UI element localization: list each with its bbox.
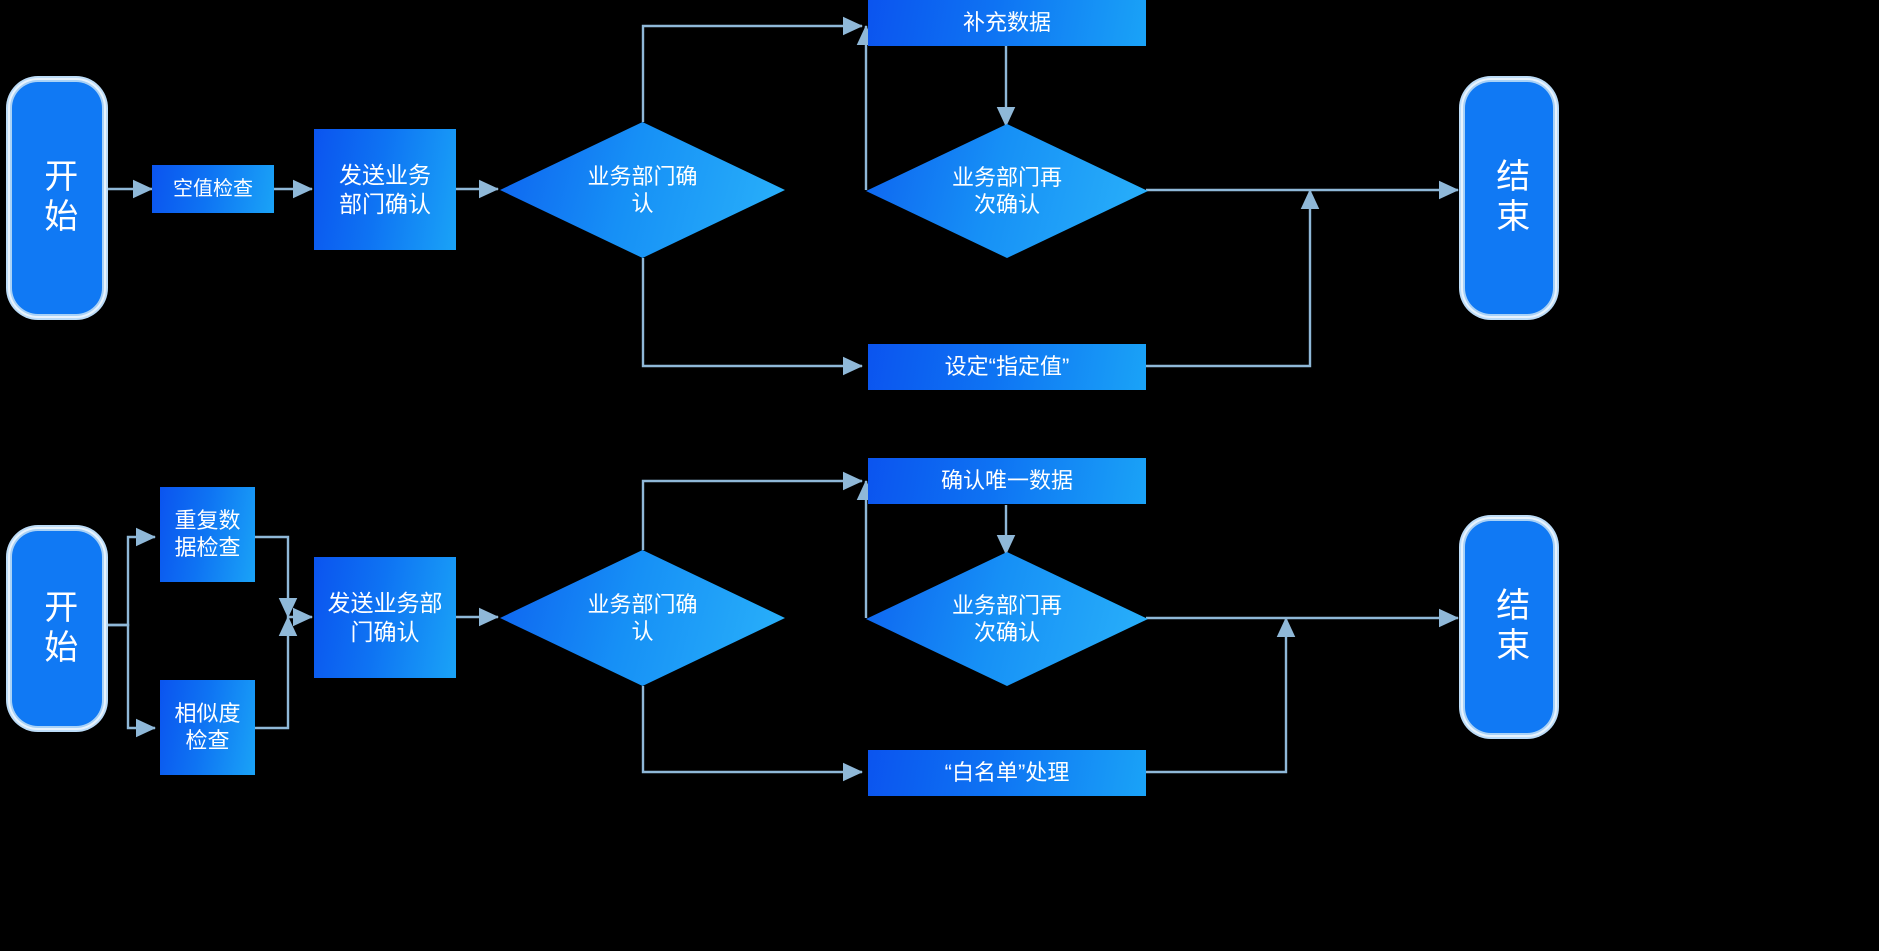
bottom-send-confirm-line2: 门确认 (350, 618, 420, 645)
wire-whitelist-to-end2-riser (1146, 617, 1296, 774)
top-supplement-data-box[interactable]: 补充数据 (868, 0, 1146, 46)
top-dept-reconfirm-line2: 次确认 (973, 192, 1040, 217)
wire-similarity-merge (255, 616, 298, 730)
top-end-label: 结束 (1490, 158, 1529, 238)
bottom-dept-confirm-decision[interactable]: 业务部门确 认 (500, 550, 785, 686)
bottom-dup-check-line2: 据检查 (174, 534, 241, 560)
top-dept-reconfirm-label-wrap: 业务部门再 次确认 (952, 164, 1062, 219)
bottom-whitelist-box[interactable]: “白名单”处理 (868, 750, 1146, 796)
bottom-similarity-check-line1: 相似度 (174, 700, 241, 726)
wire-confirm2-up-to-unique (641, 471, 863, 550)
bottom-dept-reconfirm-label-wrap: 业务部门再 次确认 (952, 592, 1062, 647)
top-dept-confirm-decision[interactable]: 业务部门确 认 (500, 122, 785, 258)
bottom-similarity-check-box[interactable]: 相似度 检查 (160, 680, 255, 775)
top-start-terminal[interactable]: 开始 (12, 82, 102, 314)
wire-confirm-up-to-supplement (641, 16, 863, 122)
bottom-whitelist-label: “白名单”处理 (944, 759, 1070, 785)
top-send-confirm-line1: 发送业务 (339, 162, 431, 189)
top-supplement-data-label: 补充数据 (962, 9, 1051, 35)
bottom-end-label: 结束 (1490, 587, 1529, 667)
wire-confirm2-down-to-whitelist (641, 686, 863, 782)
top-send-confirm-box[interactable]: 发送业务 部门确认 (314, 129, 456, 250)
wire-confirm-down-to-setvalue (641, 258, 863, 376)
bottom-dup-check-box[interactable]: 重复数 据检查 (160, 487, 255, 582)
top-dept-reconfirm-decision[interactable]: 业务部门再 次确认 (866, 124, 1148, 258)
wire-start2-to-dupcheck (104, 527, 156, 627)
top-dept-confirm-line1: 业务部门确 (587, 163, 698, 189)
top-set-value-label: 设定“指定值” (944, 353, 1070, 379)
bottom-dept-confirm-line1: 业务部门确 (587, 591, 698, 617)
bottom-dept-reconfirm-line1: 业务部门再 (951, 592, 1062, 618)
wire-dupcheck-merge (255, 535, 298, 618)
bottom-start-terminal[interactable]: 开始 (12, 531, 102, 726)
bottom-start-label: 开始 (38, 588, 77, 669)
bottom-dept-confirm-line2: 认 (631, 619, 654, 644)
bottom-dup-check-line1: 重复数 (174, 507, 241, 533)
top-dept-confirm-line2: 认 (631, 191, 654, 216)
bottom-dept-reconfirm-line2: 次确认 (973, 620, 1040, 645)
top-send-confirm-line2: 部门确认 (339, 190, 431, 217)
wire-start2-to-similarity (104, 623, 156, 738)
bottom-similarity-check-line2: 检查 (185, 727, 230, 753)
top-set-value-box[interactable]: 设定“指定值” (868, 344, 1146, 390)
bottom-confirm-unique-box[interactable]: 确认唯一数据 (868, 458, 1146, 504)
bottom-send-confirm-line1: 发送业务部 (327, 590, 443, 617)
bottom-dept-reconfirm-decision[interactable]: 业务部门再 次确认 (866, 552, 1148, 686)
top-dept-reconfirm-line1: 业务部门再 (951, 164, 1062, 190)
top-null-check-box[interactable]: 空值检查 (152, 165, 274, 213)
wire-setvalue-to-end-riser (1146, 189, 1320, 368)
bottom-end-terminal[interactable]: 结束 (1465, 521, 1553, 733)
bottom-dept-confirm-label-wrap: 业务部门确 认 (587, 591, 697, 646)
bottom-confirm-unique-label: 确认唯一数据 (940, 467, 1073, 493)
bottom-send-confirm-box[interactable]: 发送业务部 门确认 (314, 557, 456, 678)
top-dept-confirm-label-wrap: 业务部门确 认 (587, 163, 697, 218)
top-start-label: 开始 (38, 158, 77, 238)
top-end-terminal[interactable]: 结束 (1465, 82, 1553, 314)
top-null-check-label: 空值检查 (173, 177, 253, 200)
